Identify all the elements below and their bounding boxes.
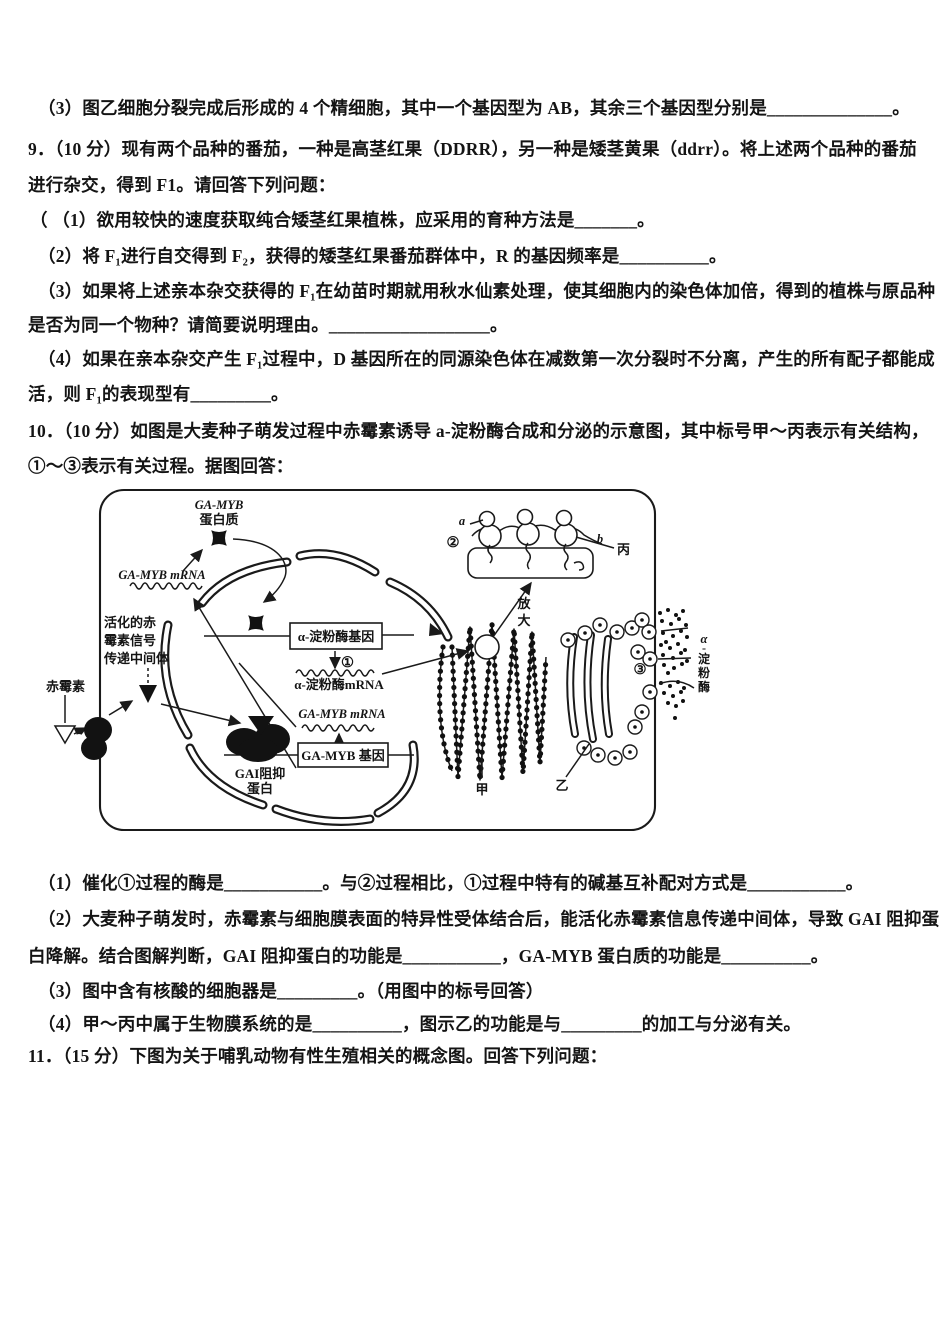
ribosome-small-subunit [516, 508, 534, 526]
text-line-q10-head2: ①〜③表示有关过程。据图回答： [28, 456, 294, 476]
amylase-gene-box [289, 622, 383, 650]
amylase-mrna-label: α-淀粉酶mRNA [294, 677, 384, 692]
text-line-q10-4: （4）甲〜丙中属于生物膜系统的是__________，图示乙的功能是与_____… [38, 1014, 802, 1034]
gibberellin-to-receptor-arrow [73, 727, 88, 739]
gamyb-protein-shape [211, 530, 227, 546]
svg-text:粉: 粉 [698, 665, 710, 680]
amylase-label-pointer [657, 657, 692, 660]
amylase-mrna-wave [295, 669, 375, 677]
text-line-q10-head1: 10．（10 分）如图是大麦种子萌发过程中赤霉素诱导 a-淀粉酶合成和分泌的示意… [28, 421, 929, 441]
step3-label: ③ [634, 662, 647, 678]
receptor-to-intermediate-arrow [108, 700, 134, 716]
ribosome-large-subunit [478, 524, 502, 548]
text-line-q10-2b: 白降解。结合图解判断，GAI 阻抑蛋白的功能是___________，GA-MY… [28, 946, 829, 966]
mrna-to-er-arrow [381, 648, 470, 675]
translation-arrow [182, 548, 204, 572]
svg-text:α: α [701, 632, 709, 646]
golgi-apparatus [566, 631, 613, 743]
text-line-q9-4b: 活，则 F₁的表现型有_________。 [28, 384, 289, 404]
label-bing-pointer [575, 536, 615, 549]
ribosome-small-subunit [478, 510, 496, 528]
intermediate-label-1: 活化的赤 [104, 615, 156, 630]
gamyb-mrna-cyto-label: GA-MYB mRNA [118, 568, 205, 582]
intermediate-label-3: 传递中间体 [103, 651, 170, 666]
text-line-q10-3: （3）图中含有核酸的细胞器是_________。（用图中的标号回答） [38, 981, 544, 1001]
gai-label-2: 蛋白 [247, 781, 273, 796]
step2-label: ② [447, 535, 460, 551]
label-a: a [459, 514, 465, 528]
peptide-chain [573, 561, 585, 571]
text-line-q11-head: 11．（15 分）下图为关于哺乳动物有性生殖相关的概念图。回答下列问题： [28, 1046, 608, 1066]
gamyb-mrna-nuc-label: GA-MYB mRNA [298, 707, 385, 721]
ribosome-large-subunit [554, 523, 578, 547]
peptide-chain [487, 544, 493, 564]
label-jia: 甲 [475, 782, 488, 797]
label-a-pointer [469, 519, 484, 525]
rough-er [436, 623, 549, 781]
cell-diagram: GA-MYB 蛋白质 GA-MYB mRNA 活化的赤 霉素信号 传递中间体 赤… [46, 488, 711, 832]
gibberellin-label: 赤霉素 [46, 679, 85, 694]
intermediate-to-gai-arrow [160, 703, 242, 727]
gai-label-1: GAI阻抑 [235, 766, 286, 781]
gibberellin-triangle [53, 725, 77, 745]
membrane-receptor [74, 717, 112, 760]
gai-triangle [248, 716, 274, 735]
ribosome-inset [467, 508, 615, 579]
magnify-arrow [492, 581, 532, 638]
step1-label: ① [341, 655, 354, 671]
svg-text:-: - [702, 641, 706, 655]
text-line-q9-head2: 进行杂交，得到 F1。请回答下列问题： [28, 175, 336, 195]
text-line-q9-1: （ （1）欲用较快的速度获取纯合矮茎红果植株，应采用的育种方法是_______。 [30, 210, 655, 230]
label-yi: 乙 [555, 778, 568, 793]
nuclear-envelope [160, 549, 453, 826]
nuclear-pore-arrowhead [429, 623, 444, 636]
text-line-q10-1: （1）催化①过程的酶是___________。与②过程相比，①过程中特有的碱基互… [38, 873, 864, 893]
secretory-vesicles [560, 612, 658, 766]
text-line-q9-4a: （4）如果在亲本杂交产生 F₁过程中，D 基因所在的同源染色体在减数第一次分裂时… [38, 349, 935, 369]
gamyb-protein-label-1: GA-MYB [195, 498, 244, 512]
intermediate-label-2: 霉素信号 [104, 633, 156, 648]
ribosome-small-subunit [555, 509, 573, 527]
secretion-line [660, 627, 689, 632]
text-line-q9-2: （2）将 F₁进行自交得到 F₂，获得的矮茎红果番茄群体中，R 的基因频率是__… [38, 246, 727, 266]
svg-text:淀: 淀 [698, 651, 711, 666]
gamyb-protein-label-2: 蛋白质 [199, 512, 238, 527]
secretion-flick [658, 680, 695, 689]
peptide-chain [563, 543, 569, 571]
protein-binding-arrow [232, 538, 287, 603]
label-b: b [597, 532, 603, 546]
gamyb-gene-label: GA-MYB 基因 [301, 748, 384, 763]
magnify-label-2: 大 [517, 613, 530, 628]
text-line-q9-3a: （3）如果将上述亲本杂交获得的 F₁在幼苗时期就用秋水仙素处理，使其细胞内的染色… [38, 281, 936, 301]
gamyb-mrna-wave-nuclear [301, 724, 375, 732]
yi-pointer [565, 743, 590, 778]
text-line-q8-3: （3）图乙细胞分裂完成后形成的 4 个精细胞，其中一个基因型为 AB，其余三个基… [38, 98, 910, 118]
amylase-vertical-label: α - 淀 粉 酶 [698, 632, 711, 694]
amylase-gene-label: α-淀粉酶基因 [298, 629, 375, 644]
magnified-spot-circle [474, 634, 500, 660]
ribosome-large-subunit [516, 522, 540, 546]
text-line-q10-2a: （2）大麦种子萌发时，赤霉素与细胞膜表面的特异性受体结合后，能活化赤霉素信息传递… [38, 909, 940, 929]
gamyb-mrna-wave-cyto [129, 582, 203, 590]
text-line-q9-head1: 9．（10 分）现有两个品种的番茄，一种是高茎红果（DDRR），另一种是矮茎黄果… [28, 139, 917, 159]
crossing-line [238, 662, 297, 728]
svg-text:酶: 酶 [698, 679, 710, 694]
activated-intermediate-triangle [139, 685, 157, 703]
secreted-amylase-dots [658, 608, 689, 720]
text-line-q9-3b: 是否为同一个物种？请简要说明理由。__________________。 [28, 315, 508, 335]
label-bing: 丙 [617, 542, 630, 557]
gamyb-protein-on-gene [248, 615, 264, 631]
peptide-chain [525, 542, 532, 570]
magnify-label-1: 放 [516, 596, 531, 611]
